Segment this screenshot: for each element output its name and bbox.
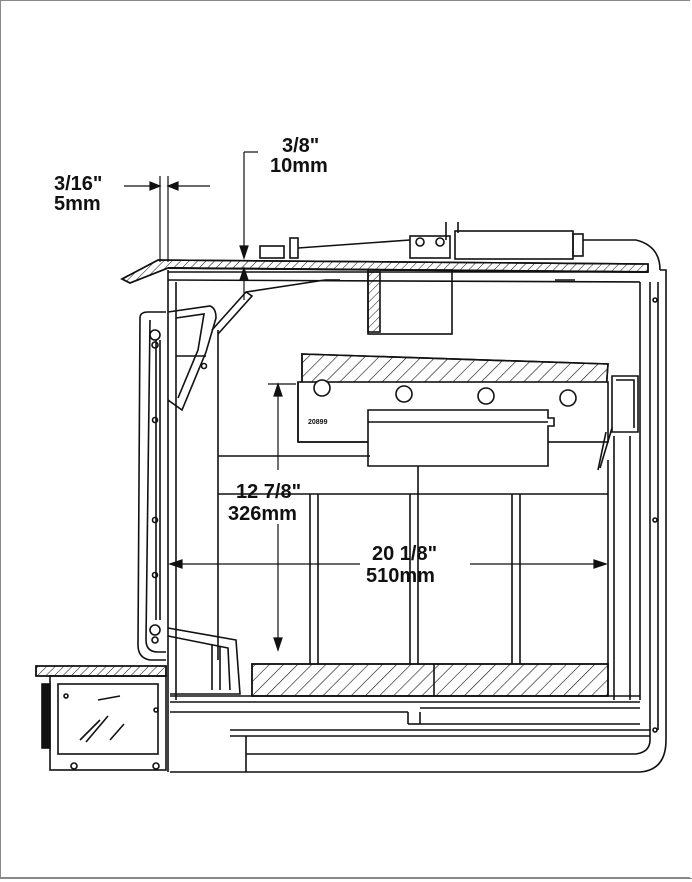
left-wall — [167, 270, 219, 772]
dimension-top-gap-lines — [239, 151, 258, 300]
dimension-width-lines — [168, 559, 608, 569]
svg-text:3/16": 3/16" — [54, 173, 102, 195]
svg-text:20 1/8": 20 1/8" — [372, 543, 437, 565]
svg-text:5mm: 5mm — [54, 193, 101, 215]
dimension-top-gap-label: 3/8" 10mm — [270, 135, 328, 177]
dimension-rim-gap-lines — [124, 176, 210, 262]
log-support-right — [597, 375, 639, 471]
svg-text:510mm: 510mm — [366, 565, 435, 587]
dimension-width-label: 20 1/8" 510mm — [366, 543, 437, 587]
baffle — [211, 279, 326, 335]
dimension-height-lines — [268, 382, 296, 652]
lower-door-bracket — [167, 627, 241, 695]
firebox-floor — [170, 663, 640, 703]
svg-text:12 7/8": 12 7/8" — [236, 481, 301, 503]
door-assembly — [137, 311, 166, 661]
firebox-top — [167, 269, 641, 335]
part-number-label: 20899 — [308, 419, 328, 426]
upper-door-bracket — [167, 305, 217, 412]
log-set — [297, 353, 609, 467]
firebox-panels — [218, 436, 631, 700]
svg-text:3/8": 3/8" — [282, 135, 319, 157]
base-structure — [170, 707, 650, 772]
svg-text:326mm: 326mm — [228, 503, 297, 525]
svg-text:10mm: 10mm — [270, 155, 328, 177]
dimension-rim-gap-label: 3/16" 5mm — [54, 173, 102, 215]
frame-bottom-rule — [0, 878, 692, 879]
right-outer-wall — [170, 269, 667, 773]
dimension-height-label: 12 7/8" 326mm — [228, 481, 301, 525]
top-hardware — [259, 222, 661, 271]
control-box — [35, 665, 167, 771]
